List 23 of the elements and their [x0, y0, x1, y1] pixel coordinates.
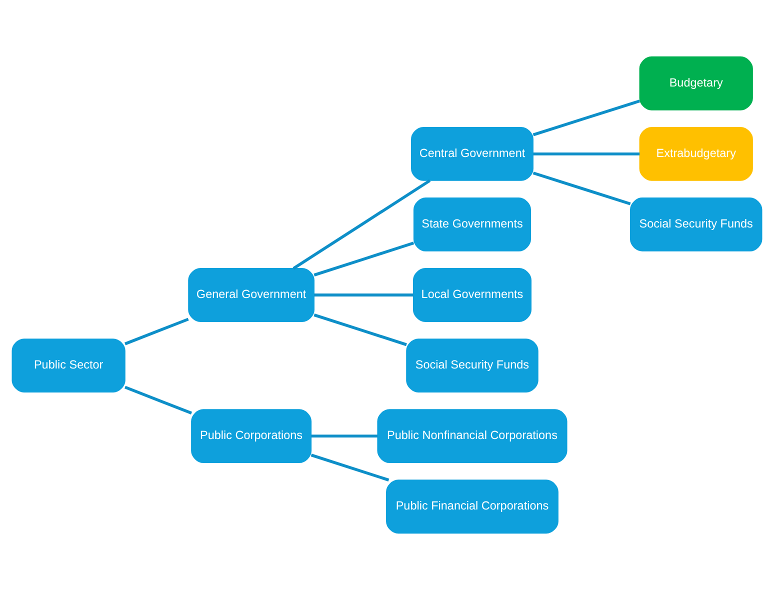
connector: [310, 453, 390, 481]
node-box: State Governments: [413, 197, 532, 251]
node-box: General Government: [188, 268, 314, 322]
node-box: Social Security Funds: [406, 338, 538, 392]
connector: [314, 313, 407, 346]
node-box: Budgetary: [639, 56, 753, 110]
node-box: Extrabudgetary: [639, 126, 753, 180]
node-box: Central Government: [411, 126, 534, 180]
node-box: Local Governments: [412, 268, 532, 322]
node-box: Public Nonfinancial Corporations: [377, 408, 568, 463]
connector: [314, 241, 414, 276]
connector: [311, 434, 378, 438]
node-box: Public Corporations: [191, 408, 312, 463]
connector: [532, 99, 640, 136]
connector: [533, 152, 640, 155]
node-box: Public Financial Corporations: [386, 479, 558, 534]
node-box: Social Security Funds: [630, 197, 762, 251]
connector: [124, 385, 192, 414]
node-box: Public Sector: [12, 338, 126, 392]
connector: [314, 293, 414, 296]
connector: [292, 178, 431, 270]
connector: [532, 171, 631, 205]
connector: [124, 317, 189, 345]
